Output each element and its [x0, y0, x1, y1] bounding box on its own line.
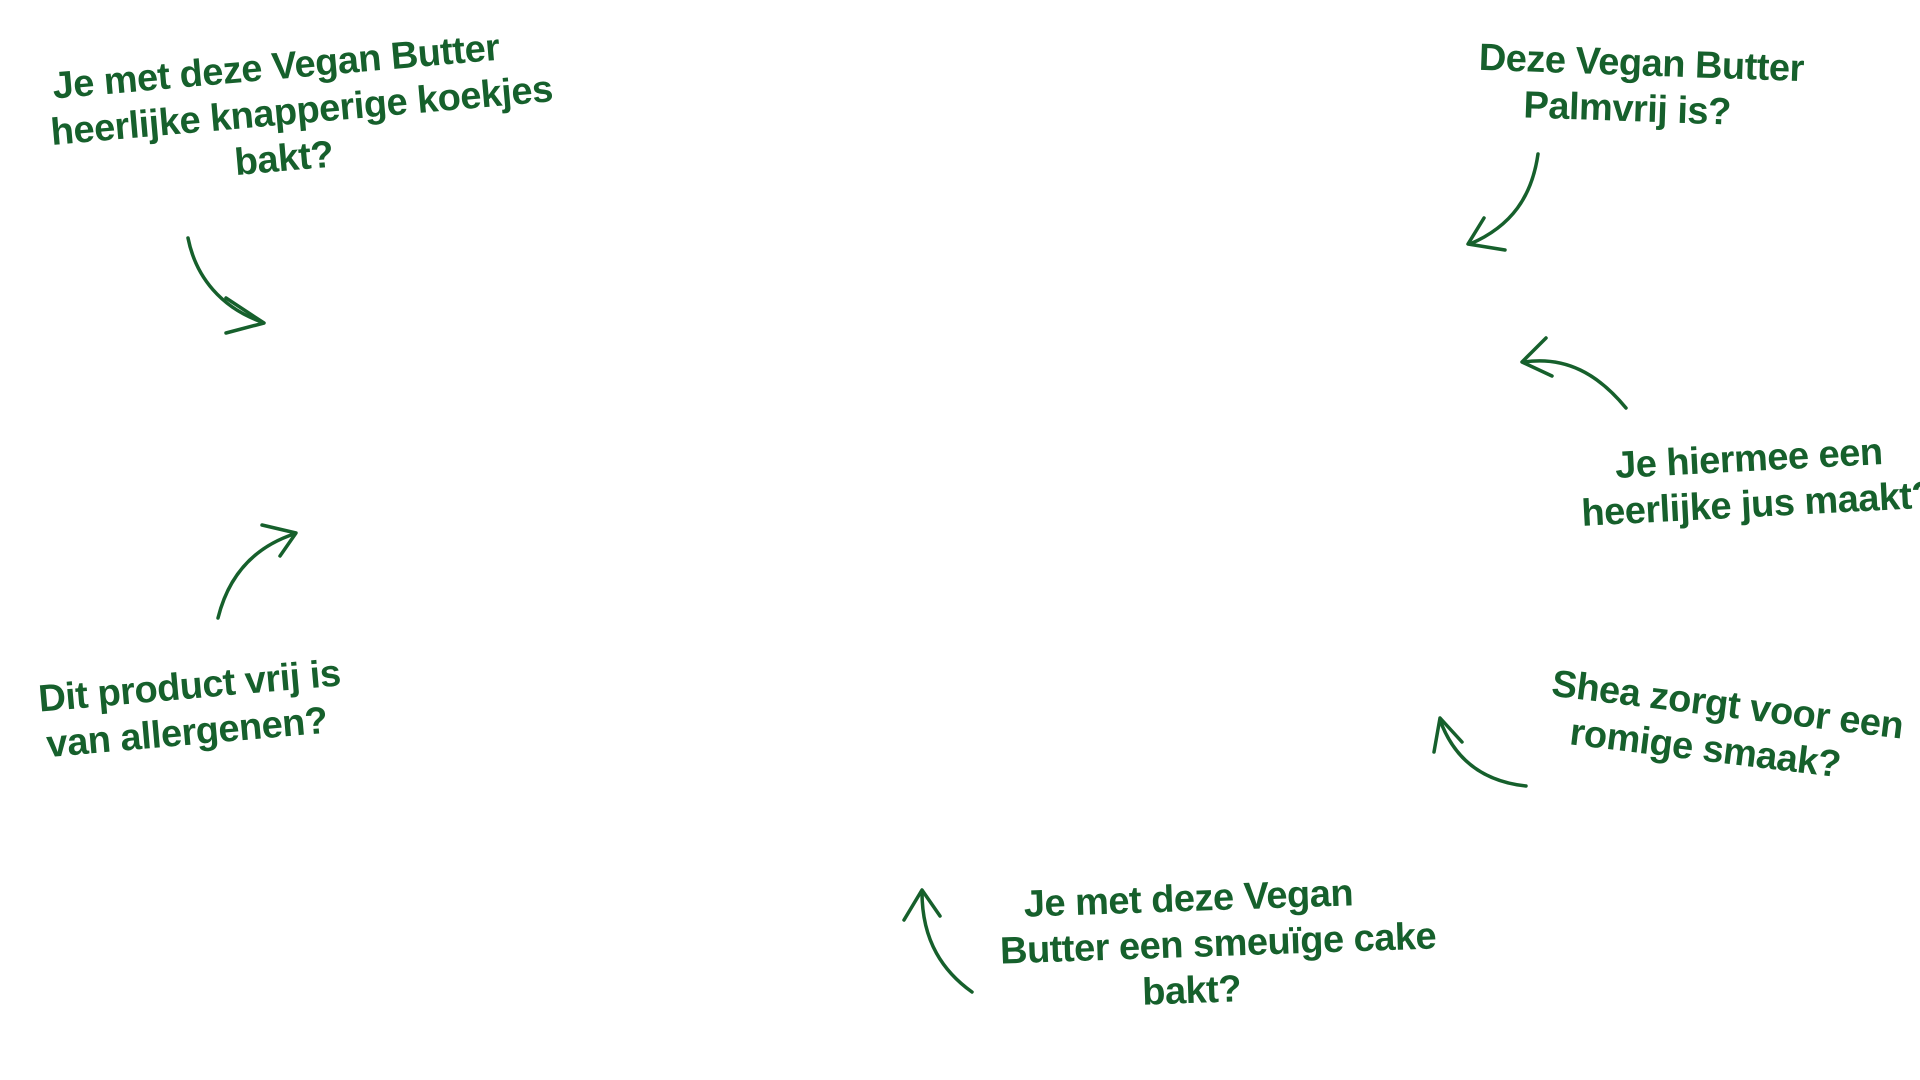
curved-arrow-up-right-icon: [216, 523, 298, 620]
curved-arrow-up-left-icon: [1520, 336, 1628, 410]
curved-arrow-up-left-icon-2: [1432, 716, 1528, 788]
callout-palm-free: Deze Vegan Butter Palmvrij is?: [1476, 35, 1804, 137]
curved-arrow-down-right-icon: [186, 236, 266, 335]
curved-arrow-down-left-icon: [1466, 152, 1540, 252]
callout-cake: Je met deze Vegan Butter een smeuïge cak…: [998, 869, 1436, 1020]
callout-gravy: Je hiermee een heerlijke jus maakt?: [1578, 427, 1920, 537]
curved-arrow-up-icon: [902, 888, 974, 994]
